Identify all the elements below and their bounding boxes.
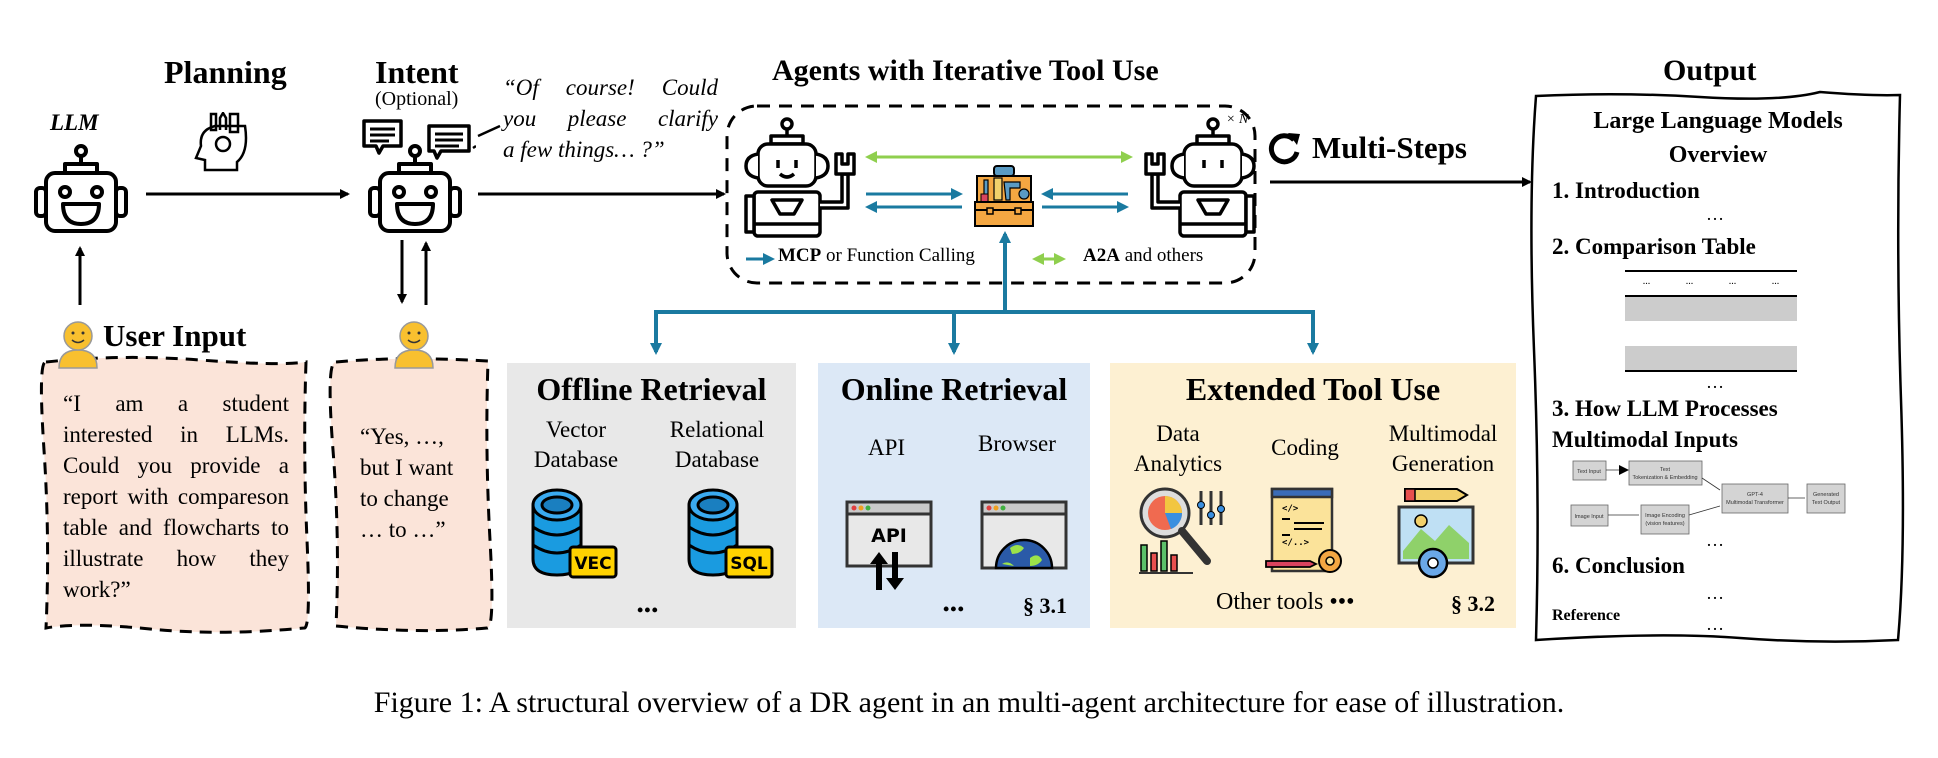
doc-section-comparison: 2. Comparison Table <box>1552 234 1756 259</box>
online-retrieval-panel: Online Retrieval API Browser ••• § 3.1 <box>818 363 1090 628</box>
doc-table-header: ............ <box>1642 276 1780 287</box>
doc-table-row <box>1625 297 1797 321</box>
relational-db-label: Relational Database <box>669 417 765 472</box>
legend-a2a: A2A and others <box>1083 245 1204 266</box>
legend-mcp: MCP or Function Calling <box>778 245 975 266</box>
doc-section-multimodal-2: Multimodal Inputs <box>1552 427 1738 452</box>
doc-section-multimodal: 3. How LLM Processes <box>1552 396 1778 421</box>
data-analytics-label: Data Analytics <box>1133 421 1223 476</box>
coding-icon: </> </..> <box>1265 487 1342 573</box>
user-input-title: User Input <box>103 318 247 353</box>
agents-container <box>725 104 1257 285</box>
api-window-icon: API <box>845 500 933 590</box>
intent-title: Intent <box>375 54 459 90</box>
svg-text:(vision features): (vision features) <box>1645 521 1684 527</box>
relational-database-icon: SQL <box>687 488 774 579</box>
online-title: Online Retrieval <box>840 371 1068 407</box>
svg-text:Text Output: Text Output <box>1812 500 1841 506</box>
svg-text:Image Encoding: Image Encoding <box>1645 513 1685 519</box>
svg-text:API: API <box>871 525 907 547</box>
intent-reply-box <box>328 357 494 633</box>
svg-text:Multimodal Transformer: Multimodal Transformer <box>1726 500 1784 506</box>
doc-section-introduction: 1. Introduction <box>1552 178 1700 203</box>
coding-label: Coding <box>1271 435 1339 460</box>
svg-text:</..>: </..> <box>1282 538 1310 548</box>
intent-reply-text: “Yes, …, but I want to change … to …” <box>360 424 454 542</box>
figure-caption: Figure 1: A structural overview of a DR … <box>373 686 1565 719</box>
api-label: API <box>868 435 906 460</box>
section-3-1: § 3.1 <box>1023 593 1067 618</box>
other-tools-label: Other tools ••• <box>1216 589 1355 615</box>
doc-section-reference: Reference <box>1552 607 1621 624</box>
agent-robot-right-icon <box>1144 117 1256 238</box>
intent-subtitle: (Optional) <box>375 88 459 110</box>
svg-text:Tokenization & Embedding: Tokenization & Embedding <box>1632 475 1697 481</box>
planning-head-icon <box>194 112 248 172</box>
extended-tool-use-panel: Extended Tool Use Data Analytics Coding … <box>1110 363 1516 628</box>
svg-text:Image Input: Image Input <box>1574 514 1604 520</box>
times-n-label: × N <box>1226 112 1249 127</box>
clarify-quote: “Of course! Could you please clarify a f… <box>503 75 718 162</box>
agent-robot-left-icon <box>744 117 856 238</box>
refresh-icon <box>1268 133 1300 165</box>
svg-text:GPT-4: GPT-4 <box>1747 492 1763 498</box>
multimodal-generation-icon <box>1397 488 1475 579</box>
multisteps-label: Multi-Steps <box>1312 130 1467 165</box>
doc-flowchart: Text Input Text Tokenization & Embedding… <box>1570 460 1846 535</box>
data-analytics-icon <box>1139 487 1225 574</box>
section-3-2: § 3.2 <box>1451 591 1495 616</box>
svg-text:</>: </> <box>1282 504 1299 514</box>
doc-title: Large Language Models Overview <box>1593 108 1843 168</box>
doc-table-row <box>1625 346 1797 370</box>
multimodal-generation-label: Multimodal Generation <box>1388 421 1498 476</box>
planning-title: Planning <box>164 54 287 90</box>
browser-globe-icon <box>980 500 1068 570</box>
tool-bus <box>654 310 1315 350</box>
offline-title: Offline Retrieval <box>536 371 767 407</box>
online-more: ••• <box>943 599 965 619</box>
extended-title: Extended Tool Use <box>1185 371 1441 407</box>
speech-bubbles-icon <box>362 119 476 160</box>
user-avatar-icon <box>394 321 434 369</box>
toolbox-icon <box>974 165 1034 227</box>
intent-robot-icon <box>368 144 462 233</box>
svg-text:VEC: VEC <box>574 554 611 574</box>
svg-text:Text: Text <box>1660 467 1671 473</box>
svg-text:SQL: SQL <box>730 554 768 574</box>
llm-robot-icon <box>34 144 128 233</box>
llm-label: LLM <box>50 110 99 135</box>
quote-pointer <box>477 124 501 138</box>
browser-label: Browser <box>978 431 1056 456</box>
user-avatar-icon <box>58 321 98 369</box>
agents-title: Agents with Iterative Tool Use <box>772 54 1159 87</box>
doc-section-conclusion: 6. Conclusion <box>1552 553 1685 578</box>
offline-more: ••• <box>637 600 659 620</box>
output-title: Output <box>1663 54 1757 87</box>
user-input-text: “I am a student interested in LLMs. Coul… <box>63 391 289 602</box>
svg-text:Generated: Generated <box>1813 492 1839 498</box>
online-panel-bg <box>818 363 1090 628</box>
vector-database-icon: VEC <box>531 488 618 579</box>
vector-db-label: Vector Database <box>533 417 619 472</box>
fc-text-input: Text Input <box>1577 469 1601 475</box>
user-input-box <box>39 355 310 634</box>
offline-retrieval-panel: Offline Retrieval Vector Database Relati… <box>507 363 796 628</box>
